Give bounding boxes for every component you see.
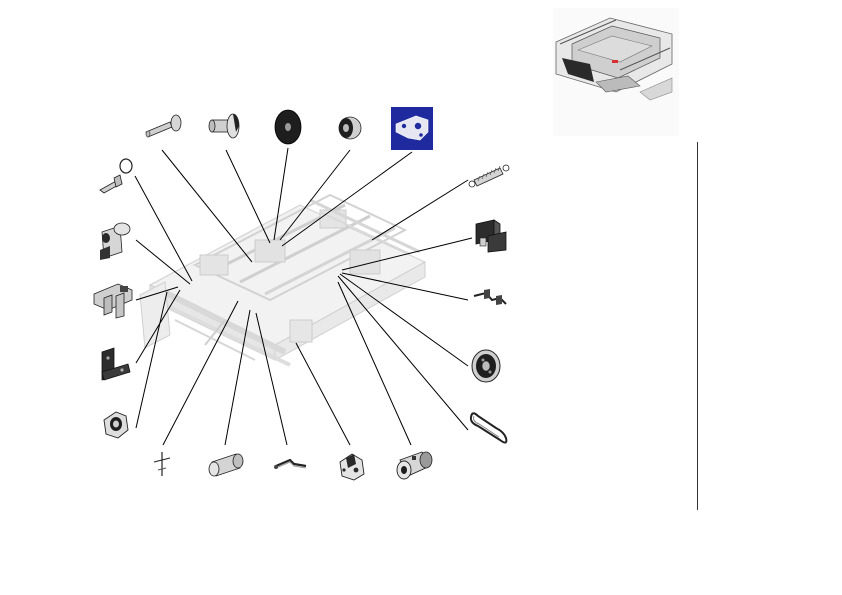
part-tension-spring[interactable] <box>468 162 512 190</box>
part-motor[interactable] <box>392 446 434 484</box>
part-pivot-shaft[interactable] <box>140 108 185 140</box>
part-cylinder-sleeve[interactable] <box>204 448 246 480</box>
part-black-roller-disc[interactable] <box>272 108 304 148</box>
selected-part-marker <box>612 60 618 63</box>
leader-lines <box>134 147 473 446</box>
part-bent-lever[interactable] <box>270 448 310 480</box>
part-drive-gear[interactable] <box>468 348 504 384</box>
bushing-icon <box>208 113 240 139</box>
lever-icon <box>274 458 307 469</box>
gasket-icon <box>103 411 129 439</box>
part-wire-guide[interactable] <box>468 286 510 310</box>
housing-icon <box>100 222 131 260</box>
part-pin-spring[interactable] <box>148 448 178 480</box>
disc-icon <box>274 109 302 145</box>
part-flanged-bushing[interactable] <box>205 108 245 140</box>
part-mount-bracket[interactable] <box>90 280 136 320</box>
roller-icon <box>338 116 362 140</box>
part-sensor-holder[interactable] <box>470 218 510 253</box>
spring-icon <box>468 164 510 188</box>
clip-ring-icon <box>99 158 133 194</box>
part-gasket-flange[interactable] <box>96 406 136 444</box>
part-l-bracket[interactable] <box>96 344 136 386</box>
wire-guide-icon <box>473 289 507 305</box>
part-cam-plate[interactable] <box>334 448 368 482</box>
part-bracket-plate[interactable] <box>391 107 433 150</box>
l-bracket-icon <box>101 347 131 381</box>
belt-icon <box>469 412 508 444</box>
cylinder-icon <box>208 453 244 477</box>
assembly-thumbnail <box>553 8 679 136</box>
gear-icon <box>471 349 501 383</box>
pin-icon <box>153 452 171 476</box>
cam-icon <box>339 453 365 481</box>
main-assembly <box>139 193 427 367</box>
holder-icon <box>475 219 507 253</box>
part-small-roller[interactable] <box>334 112 366 142</box>
mount-bracket-icon <box>93 283 133 319</box>
part-shaft-housing[interactable] <box>96 218 136 262</box>
shaft-icon <box>145 114 182 138</box>
part-clip-ring[interactable] <box>94 156 136 198</box>
motor-icon <box>396 451 433 480</box>
bracket-plate-icon <box>395 115 429 141</box>
part-drive-belt[interactable] <box>466 408 512 446</box>
